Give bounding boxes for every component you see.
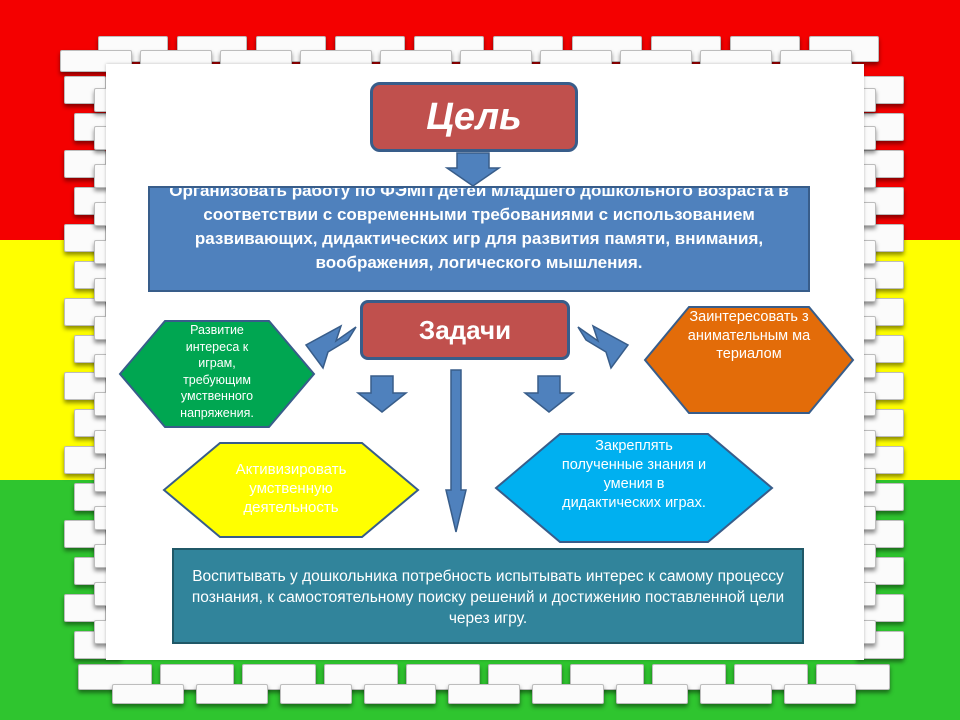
brick	[280, 684, 352, 704]
tasks-title-box: Задачи	[360, 300, 570, 360]
arrow-down-icon	[355, 375, 409, 413]
brick	[862, 224, 904, 252]
task-hexagon-green	[118, 320, 316, 428]
brick	[448, 684, 520, 704]
task-hexagon-orange	[643, 306, 855, 414]
brick	[364, 684, 436, 704]
arrow-down-right-icon	[577, 324, 630, 370]
brick	[64, 298, 106, 326]
task-hexagon-cyan	[494, 433, 774, 543]
task-item-4: Закреплять полученные знания и умения в …	[561, 438, 707, 511]
task-item-1: Развитие интереса к играм, требующим умс…	[180, 323, 254, 420]
brick	[532, 684, 604, 704]
arrow-down-icon	[444, 152, 502, 187]
task-item-5-box: Воспитывать у дошкольника потребность ис…	[172, 548, 804, 644]
brick	[112, 684, 184, 704]
task-item-5: Воспитывать у дошкольника потребность ис…	[191, 568, 785, 627]
brick	[616, 684, 688, 704]
goal-description: Организовать работу по ФЭМП детей младше…	[169, 186, 789, 272]
brick	[784, 684, 856, 704]
goal-description-box: Организовать работу по ФЭМП детей младше…	[148, 186, 810, 292]
task-item-3: Активизировать умственную деятельность	[235, 461, 347, 516]
brick	[196, 684, 268, 704]
tasks-title: Задачи	[418, 315, 512, 345]
task-item-2: Заинтересовать занимательным материалом	[687, 309, 811, 362]
brick	[700, 684, 772, 704]
long-arrow-down-icon	[445, 369, 467, 533]
arrow-down-icon	[522, 375, 576, 413]
goal-title: Цель	[426, 96, 522, 138]
task-hexagon-yellow	[162, 442, 420, 538]
arrow-down-left-icon	[304, 324, 357, 370]
goal-title-box: Цель	[370, 82, 578, 152]
